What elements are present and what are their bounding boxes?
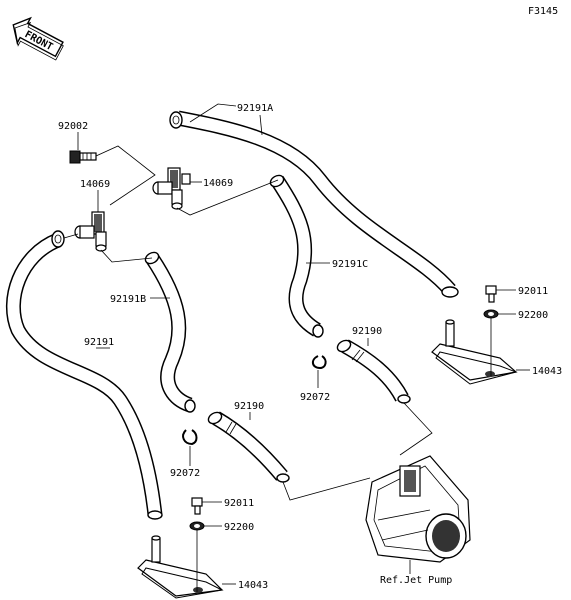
- label-14043-right: 14043: [532, 366, 562, 377]
- leader-bolt-path: [95, 145, 156, 206]
- bolt-92011-bottom: [191, 497, 203, 515]
- bolt-92011-right: [485, 285, 497, 303]
- hose-92191a: [169, 110, 459, 298]
- label-92191: 92191: [84, 337, 114, 348]
- label-92200-right: 92200: [518, 310, 548, 321]
- connector-14069-upper: [152, 167, 191, 210]
- label-ref-jet-pump: Ref.Jet Pump: [380, 575, 452, 586]
- hose-92191: [6, 230, 163, 520]
- label-92191c: 92191C: [332, 259, 368, 270]
- label-92011-right: 92011: [518, 286, 548, 297]
- label-92072-left: 92072: [170, 468, 200, 479]
- leader-14069-to-92191b: [100, 249, 153, 263]
- hose-92191c: [269, 174, 324, 338]
- label-92072-center: 92072: [300, 392, 330, 403]
- front-arrow-icon: FRONT: [12, 16, 64, 61]
- washer-92200-bottom: [189, 521, 205, 531]
- leader-92190-right-pump: [399, 402, 433, 456]
- leader-14069-to-92191: [63, 233, 79, 239]
- label-92200-bottom: 92200: [224, 522, 254, 533]
- label-92002: 92002: [58, 121, 88, 132]
- label-92190-right: 92190: [352, 326, 382, 337]
- label-92191a: 92191A: [237, 103, 273, 114]
- leader-92191a-2: [259, 114, 263, 136]
- clip-92072-left: [182, 429, 198, 446]
- bracket-14043-right: [431, 319, 518, 385]
- clip-92072-center: [312, 355, 327, 370]
- hose-92190-left: [207, 411, 290, 483]
- hose-92190-right: [336, 339, 411, 404]
- washer-92200-right: [483, 309, 499, 319]
- label-14043-bottom: 14043: [238, 580, 268, 591]
- jet-pump: [365, 455, 471, 563]
- connector-14069-lower: [74, 211, 107, 252]
- bolt-92002: [69, 150, 97, 164]
- leader-92191a: [189, 103, 237, 123]
- label-92190-left: 92190: [234, 401, 264, 412]
- label-92011-bottom: 92011: [224, 498, 254, 509]
- hose-92191b: [144, 251, 196, 413]
- leader-92190-left-pump: [282, 477, 371, 501]
- label-14069-upper: 14069: [203, 178, 233, 189]
- leader-14069-to-92191c: [176, 179, 279, 216]
- bracket-14043-bottom: [137, 535, 224, 599]
- label-14069-lower: 14069: [80, 179, 110, 190]
- label-92191b: 92191B: [110, 294, 146, 305]
- figure-code: F3145: [528, 6, 558, 17]
